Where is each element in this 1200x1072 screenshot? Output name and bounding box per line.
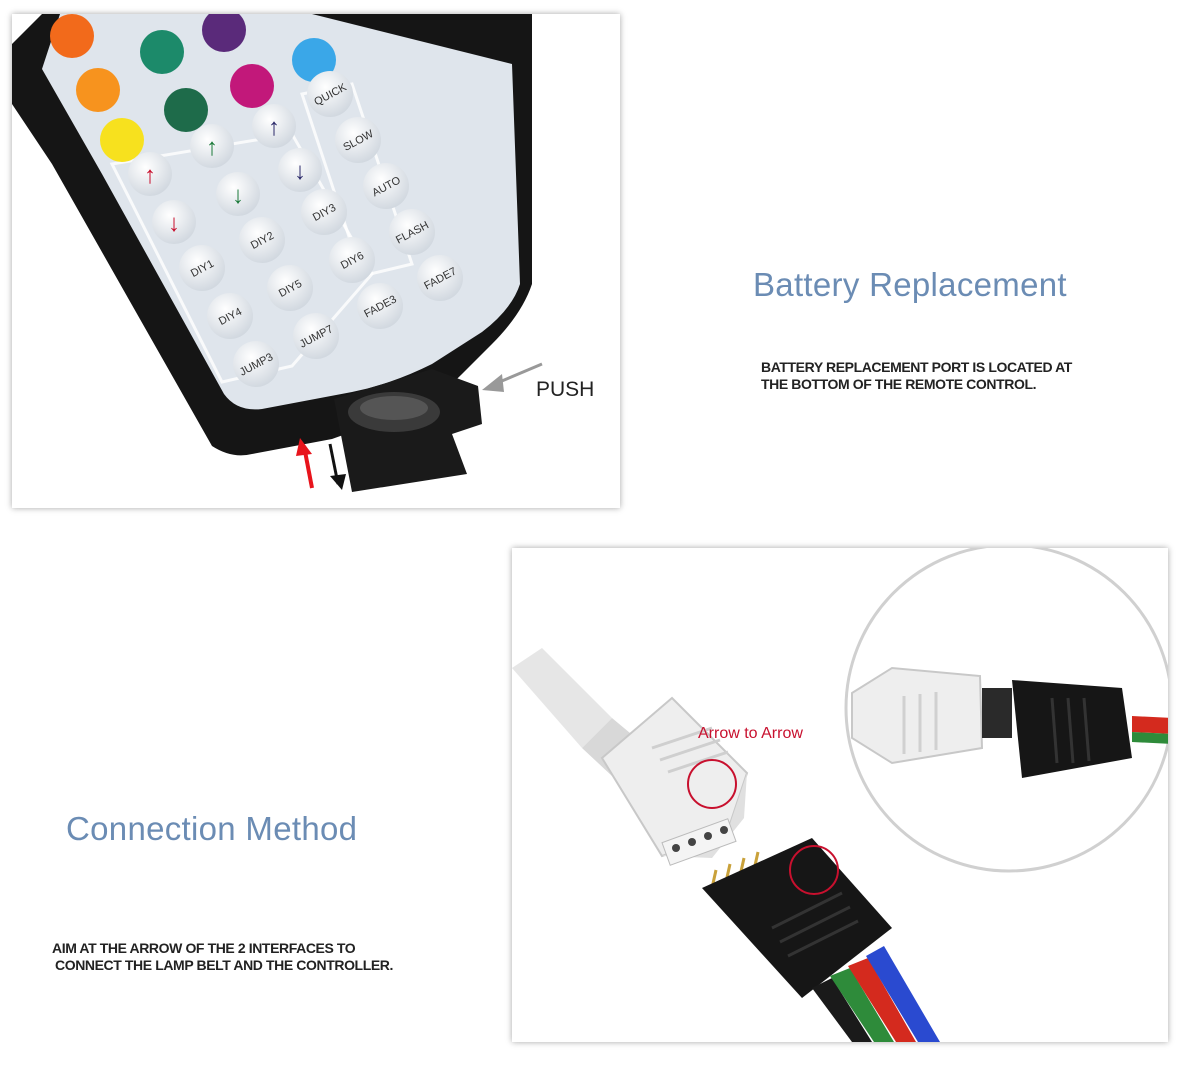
svg-text:↑: ↑ bbox=[144, 162, 156, 189]
svg-text:↓: ↓ bbox=[294, 158, 306, 185]
battery-replacement-title: Battery Replacement bbox=[753, 266, 1067, 303]
battery-image-panel: ↑ ↑ ↑ ↓ ↓ ↓ QUICK SLOW AUTO FLASH FADE7 bbox=[12, 8, 620, 508]
female-arrow-highlight bbox=[687, 759, 737, 809]
white-cable bbox=[512, 648, 749, 866]
connection-method-title: Connection Method bbox=[66, 810, 358, 847]
male-arrow-highlight bbox=[789, 845, 839, 895]
svg-text:↑: ↑ bbox=[268, 114, 280, 141]
connection-image-panel: Arrow to Arrow bbox=[512, 543, 1174, 1042]
push-label: PUSH bbox=[536, 378, 594, 401]
battery-caption: BATTERY REPLACEMENT PORT IS LOCATED AT T… bbox=[761, 359, 1072, 393]
black-connector bbox=[702, 838, 940, 1042]
svg-text:↓: ↓ bbox=[168, 210, 180, 237]
push-arrow-icon bbox=[482, 362, 543, 392]
svg-text:↑: ↑ bbox=[206, 134, 218, 161]
svg-text:↓: ↓ bbox=[232, 182, 244, 209]
zoom-inset bbox=[844, 543, 1174, 873]
battery-tray bbox=[334, 369, 482, 492]
up-down-arrows-icon bbox=[296, 438, 346, 490]
arrow-keys: ↑ ↑ ↑ ↓ ↓ ↓ bbox=[128, 104, 322, 244]
battery-caption-line-2: THE BOTTOM OF THE REMOTE CONTROL. bbox=[761, 376, 1037, 392]
battery-caption-line-1: BATTERY REPLACEMENT PORT IS LOCATED AT bbox=[761, 359, 1072, 375]
arrow-to-arrow-label: Arrow to Arrow bbox=[698, 725, 803, 742]
connection-caption: AIM AT THE ARROW OF THE 2 INTERFACES TO … bbox=[52, 940, 393, 974]
remote-illustration: ↑ ↑ ↑ ↓ ↓ ↓ QUICK SLOW AUTO FLASH FADE7 bbox=[12, 8, 594, 492]
connection-caption-line-1: AIM AT THE ARROW OF THE 2 INTERFACES TO bbox=[52, 940, 356, 956]
color-keys bbox=[50, 8, 336, 162]
connector-illustration: Arrow to Arrow bbox=[512, 543, 1174, 1042]
connection-caption-line-2: CONNECT THE LAMP BELT AND THE CONTROLLER… bbox=[55, 957, 393, 973]
